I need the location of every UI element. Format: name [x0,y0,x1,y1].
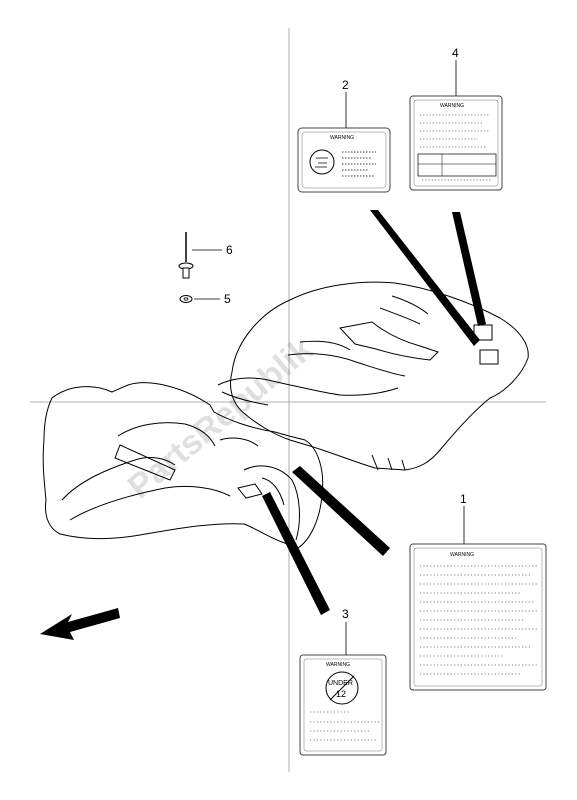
warning-label-4: WARNING [409,95,503,191]
watermark-text: PartsRepublik [121,330,321,506]
label-2-warning-text: WARNING [330,135,354,141]
front-fender [42,382,324,549]
leader-label-1 [292,466,390,556]
callout-2: 2 [342,78,349,92]
callout-6: 6 [226,243,233,257]
washer-icon [179,295,193,303]
label-4-warning-text: WARNING [440,103,464,109]
callout-3: 3 [342,607,349,621]
leader-label-2 [370,210,480,346]
label-3-warning-text: WARNING [326,662,350,668]
leader-label-4 [452,212,486,326]
leader-label-3 [262,492,330,615]
label-2-pictogram [309,149,335,175]
label-3-age-text: 12 [336,689,346,699]
callout-1: 1 [460,492,467,506]
label-3-under-text: UNDER [328,680,353,687]
front-direction-arrow [40,608,120,640]
label-position-2-marker [479,349,499,365]
callout-5: 5 [224,292,231,306]
warning-label-1: WARNING [409,543,547,691]
rear-fender [217,281,529,471]
callout-4: 4 [452,46,459,60]
rivet-icon [178,232,194,279]
label-1-warning-text: WARNING [450,552,474,558]
warning-label-3: WARNING UNDER 12 [299,654,387,756]
warning-label-2: WARNING [297,127,391,193]
label-3-age-pictogram [325,671,359,705]
